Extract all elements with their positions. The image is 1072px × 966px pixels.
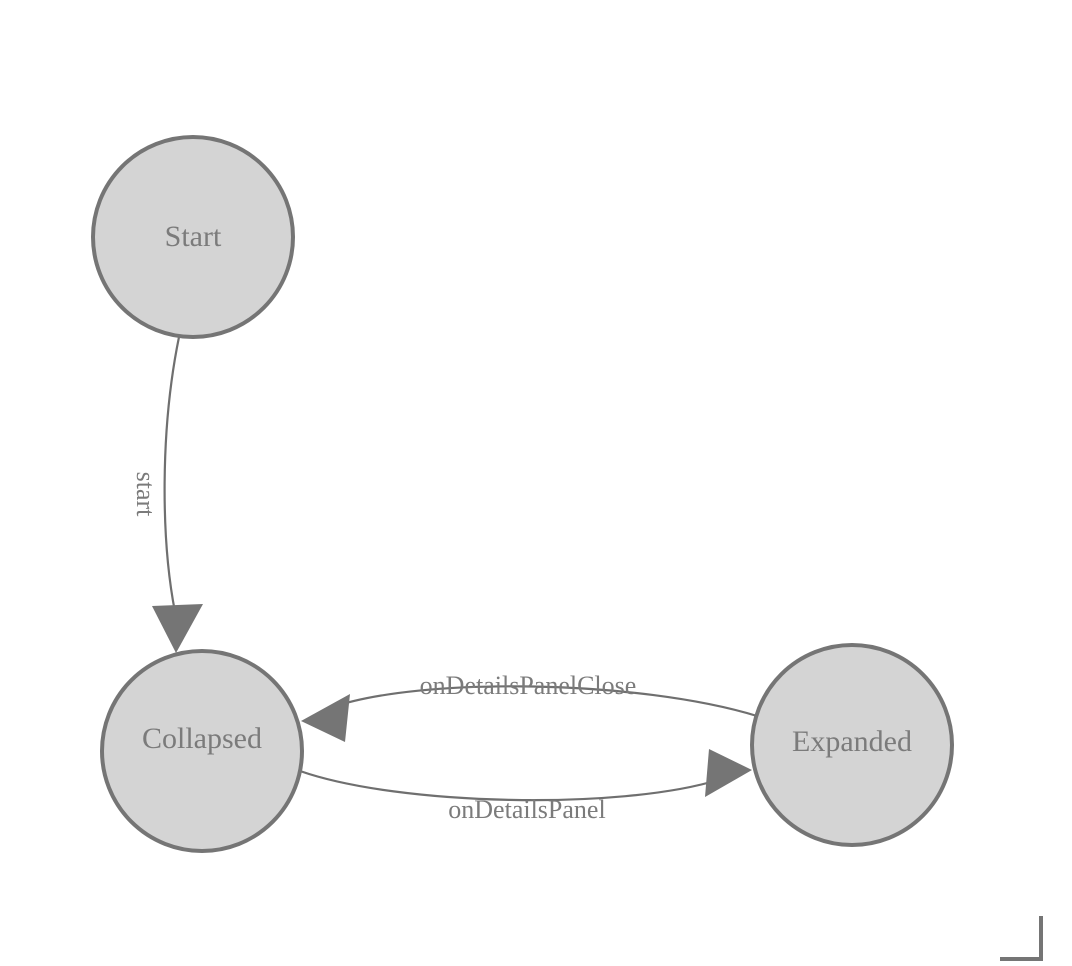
node-expanded-circle	[750, 643, 954, 847]
edge-path-start-to-collapsed	[163, 335, 181, 614]
edge-expanded-to-collapsed[interactable]: onDetailsPanelClose	[301, 671, 759, 742]
arrowhead-collapsed-right	[301, 694, 350, 742]
edge-label-on-details-panel: onDetailsPanel	[448, 795, 605, 824]
arrowhead-expanded-left	[705, 749, 752, 797]
edge-collapsed-to-expanded[interactable]: onDetailsPanel	[298, 749, 752, 824]
node-expanded[interactable]: Expanded	[750, 643, 954, 847]
edge-path-expanded-to-collapsed	[328, 685, 759, 718]
edge-label-on-details-panel-close: onDetailsPanelClose	[420, 671, 637, 700]
node-start-label: Start	[165, 220, 222, 253]
arrowhead-collapsed-top	[152, 604, 203, 653]
node-collapsed[interactable]: Collapsed	[100, 649, 304, 853]
resize-handle-corner-icon[interactable]	[1000, 916, 1043, 961]
node-start[interactable]: Start	[91, 135, 295, 339]
node-start-circle	[91, 135, 295, 339]
edge-path-collapsed-to-expanded	[298, 769, 720, 802]
node-collapsed-label: Collapsed	[142, 722, 262, 755]
node-expanded-label: Expanded	[792, 725, 912, 758]
edge-start-to-collapsed[interactable]: start	[131, 335, 203, 653]
edge-label-start: start	[131, 472, 160, 518]
node-collapsed-circle	[100, 649, 304, 853]
